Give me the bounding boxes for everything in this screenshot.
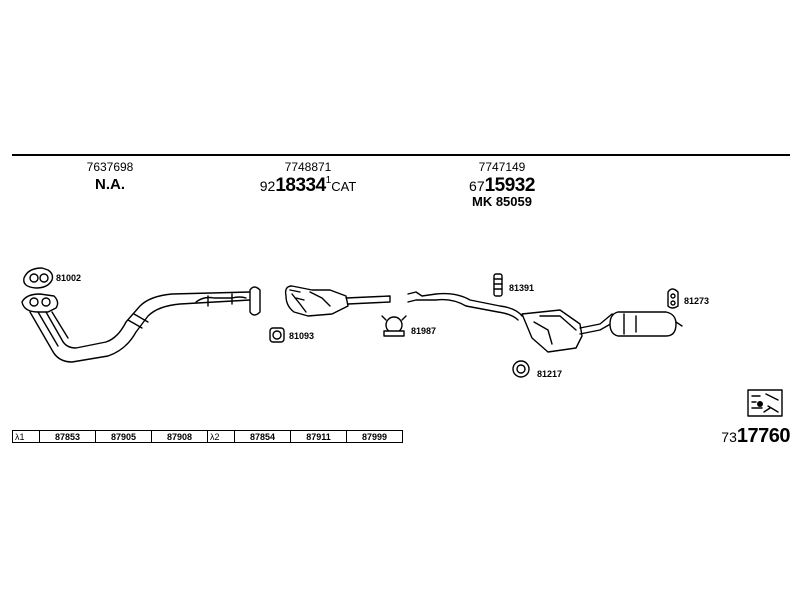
part-sup-2: 1 — [325, 175, 332, 186]
lambda-2-value-1: 87854 — [234, 430, 291, 443]
label-rubber-ring: 81217 — [537, 369, 563, 379]
part-prefix-3: 67 — [469, 178, 485, 194]
part-ref-3: 7747149 — [478, 160, 526, 174]
rubber-hanger-icon — [667, 288, 679, 309]
label-cat-gasket: 81093 — [289, 331, 315, 341]
lambda-table-1: λ1 87853 87905 87908 — [12, 430, 208, 443]
center-silencer-pipe-icon — [407, 291, 683, 353]
part-main-3: 15932 — [484, 175, 536, 196]
system-number-main: 17760 — [736, 425, 791, 447]
lambda-2-value-2: 87911 — [290, 430, 347, 443]
lambda-symbol-2: λ2 — [207, 430, 235, 443]
system-number: 7317760 — [721, 425, 790, 448]
lambda-2-value-3: 87999 — [346, 430, 403, 443]
part-ref-1: 7637698 — [86, 160, 134, 174]
lambda-row-2: λ2 87854 87911 87999 — [207, 430, 403, 443]
clamp-icon — [381, 315, 407, 337]
label-front-gasket: 81002 — [56, 273, 82, 283]
part-main-2: 18334 — [275, 175, 326, 196]
rubber-ring-icon — [512, 360, 530, 378]
catalog-emblem-icon — [747, 389, 783, 417]
lambda-glyph-2: λ — [210, 431, 215, 442]
part-number-3: 6715932 — [442, 175, 562, 197]
system-number-prefix: 73 — [721, 429, 737, 445]
part-suffix-2: CAT — [331, 179, 357, 194]
label-spring-clip: 81391 — [509, 283, 535, 293]
part-extra-3: MK 85059 — [472, 194, 532, 209]
part-ref-2: 7748871 — [284, 160, 332, 174]
lambda-1-value-1: 87853 — [39, 430, 96, 443]
label-clamp: 81987 — [411, 326, 437, 336]
label-rubber-hanger: 81273 — [684, 296, 710, 306]
part-prefix-2: 92 — [259, 178, 276, 194]
lambda-1-value-2: 87905 — [95, 430, 152, 443]
lambda-row-1: λ1 87853 87905 87908 — [12, 430, 208, 443]
lambda-1-value-3: 87908 — [151, 430, 208, 443]
lambda-index-1: 1 — [19, 431, 25, 442]
lambda-glyph-1: λ — [15, 431, 20, 442]
catalytic-converter-icon — [284, 285, 391, 317]
header-divider-line — [12, 154, 790, 156]
front-pipe-icon — [21, 286, 261, 363]
lambda-table-2: λ2 87854 87911 87999 — [207, 430, 403, 443]
cat-gasket-icon — [269, 327, 285, 343]
lambda-symbol-1: λ1 — [12, 430, 40, 443]
part-number-2: 92183341CAT — [248, 175, 368, 197]
spring-clip-icon — [493, 273, 503, 297]
lambda-index-2: 2 — [214, 431, 220, 442]
front-gasket-icon — [23, 267, 54, 289]
part-main-1: N.A. — [95, 176, 125, 193]
